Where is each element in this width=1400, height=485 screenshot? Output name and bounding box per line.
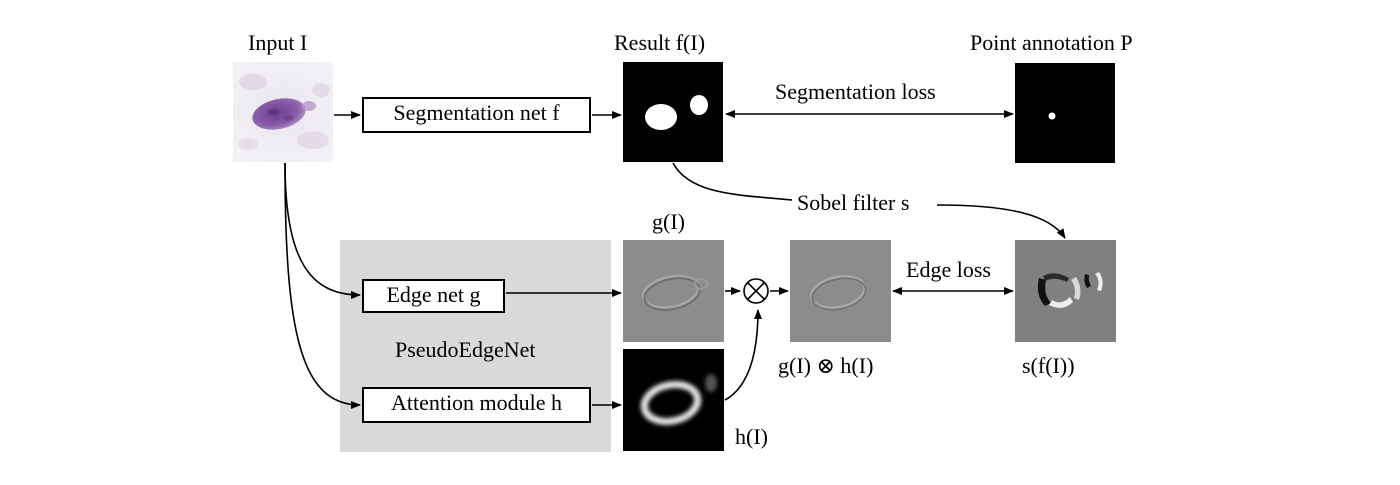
segmentation-loss-label: Segmentation loss <box>775 79 936 104</box>
result-image <box>623 62 723 162</box>
sobel-filter-label: Sobel filter s <box>797 190 910 215</box>
arrow-sobel-to-output <box>936 204 1066 239</box>
input-label: Input I <box>248 30 308 55</box>
pseudoedgenet-label: PseudoEdgeNet <box>395 337 536 362</box>
point-annotation-image <box>1015 63 1115 163</box>
edge-loss-label: Edge loss <box>906 257 991 282</box>
edge-net-box: Edge net g <box>362 279 505 313</box>
arrow-h-to-multiply <box>724 309 762 401</box>
product-image <box>790 240 891 342</box>
h-of-i-image <box>623 349 724 451</box>
arrow-input-to-attention <box>284 162 361 409</box>
input-image <box>233 62 333 162</box>
sobel-of-result-label: s(f(I)) <box>1022 353 1075 378</box>
attention-module-box: Attention module h <box>362 387 591 423</box>
arrow-input-to-edgenet <box>284 162 361 299</box>
multiply-operator-icon <box>743 278 769 304</box>
sobel-of-result-image <box>1015 240 1116 342</box>
segmentation-net-box: Segmentation net f <box>362 97 591 133</box>
h-of-i-label: h(I) <box>735 424 768 449</box>
curve-result-to-sobel <box>672 162 793 201</box>
point-annotation-label: Point annotation P <box>970 30 1133 55</box>
g-of-i-label: g(I) <box>652 209 685 234</box>
g-of-i-image <box>623 240 724 342</box>
result-label: Result f(I) <box>614 30 706 55</box>
product-label: g(I) ⊗ h(I) <box>778 353 874 378</box>
